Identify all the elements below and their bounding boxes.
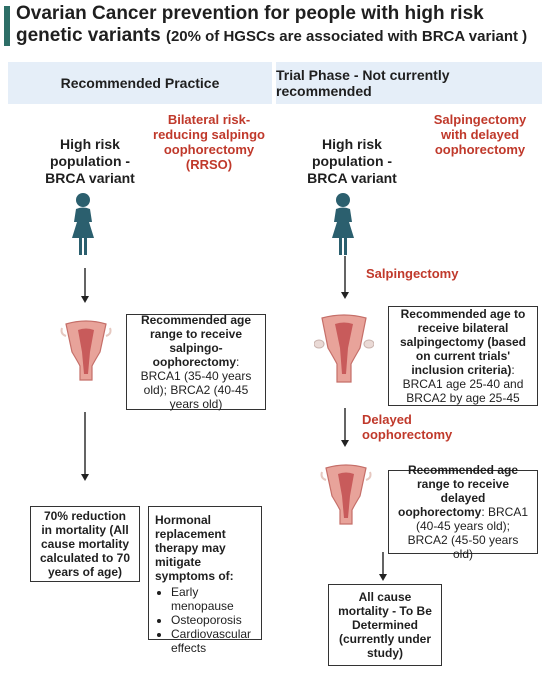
right-population-label: High risk population - BRCA variant bbox=[307, 136, 397, 186]
uterus-icon bbox=[60, 320, 112, 381]
hrt-item: Osteoporosis bbox=[171, 613, 255, 627]
right-procedure-label: Salpingectomy with delayed oophorectomy bbox=[433, 112, 527, 157]
left-outcome-text: 70% reduction in mortality (All cause mo… bbox=[39, 509, 131, 579]
arrow-down-5 bbox=[379, 552, 387, 581]
uterus-icon bbox=[314, 314, 374, 383]
title-main: Ovarian Cancer prevention for people wit… bbox=[16, 3, 484, 46]
arrow-down-2 bbox=[81, 412, 89, 481]
left-procedure-label: Bilateral risk-reducing salpingo oophore… bbox=[153, 112, 265, 172]
right-outcome-text: All cause mortality - To Be Determined (… bbox=[338, 590, 432, 660]
left-outcome-box: 70% reduction in mortality (All cause mo… bbox=[30, 506, 140, 582]
arrow-down-4 bbox=[341, 408, 349, 447]
arrow-down-1 bbox=[81, 268, 89, 303]
right-age-box-2-text: : BRCA1 (40-45 years old); BRCA2 (45-50 … bbox=[407, 505, 529, 561]
person-female-icon bbox=[72, 193, 94, 255]
right-age-box-1-bold: Recommended age to receive bilateral sal… bbox=[399, 307, 527, 377]
page-title: Ovarian Cancer prevention for people wit… bbox=[16, 3, 546, 48]
title-accent-bar bbox=[4, 6, 10, 46]
hrt-item: Early menopause bbox=[171, 585, 255, 613]
left-age-box-bold: Recommended age range to receive salping… bbox=[140, 313, 252, 369]
right-age-box-1-text: : BRCA1 age 25-40 and BRCA2 by age 25-45 bbox=[402, 363, 524, 405]
delayed-oophorectomy-label: Delayed oophorectomy bbox=[362, 412, 453, 442]
person-female-icon bbox=[332, 193, 354, 255]
right-age-box-2-bold: Recommended age range to receive delayed… bbox=[397, 463, 519, 519]
right-column-header: Trial Phase - Not currently recommended bbox=[276, 62, 542, 104]
hrt-item: Cardiovascular effects bbox=[171, 627, 255, 655]
left-age-box: Recommended age range to receive salping… bbox=[126, 313, 266, 411]
salpingectomy-label: Salpingectomy bbox=[366, 266, 459, 281]
hrt-box: Hormonal replacement therapy may mitigat… bbox=[148, 506, 262, 655]
uterus-without-tubes-icon bbox=[320, 464, 372, 525]
hrt-heading: Hormonal replacement therapy may mitigat… bbox=[155, 513, 234, 583]
left-column-header: Recommended Practice bbox=[8, 62, 272, 104]
left-age-box-text: : BRCA1 (35-40 years old); BRCA2 (40-45 … bbox=[140, 355, 252, 411]
right-age-box-2: Recommended age range to receive delayed… bbox=[388, 463, 538, 561]
title-sub: (20% of HGSCs are associated with BRCA v… bbox=[165, 28, 528, 45]
right-age-box-1: Recommended age to receive bilateral sal… bbox=[388, 306, 538, 406]
arrow-down-3 bbox=[341, 256, 349, 299]
right-outcome-box: All cause mortality - To Be Determined (… bbox=[328, 584, 442, 666]
hrt-list: Early menopause Osteoporosis Cardiovascu… bbox=[155, 585, 255, 655]
left-population-label: High risk population - BRCA variant bbox=[45, 136, 135, 186]
